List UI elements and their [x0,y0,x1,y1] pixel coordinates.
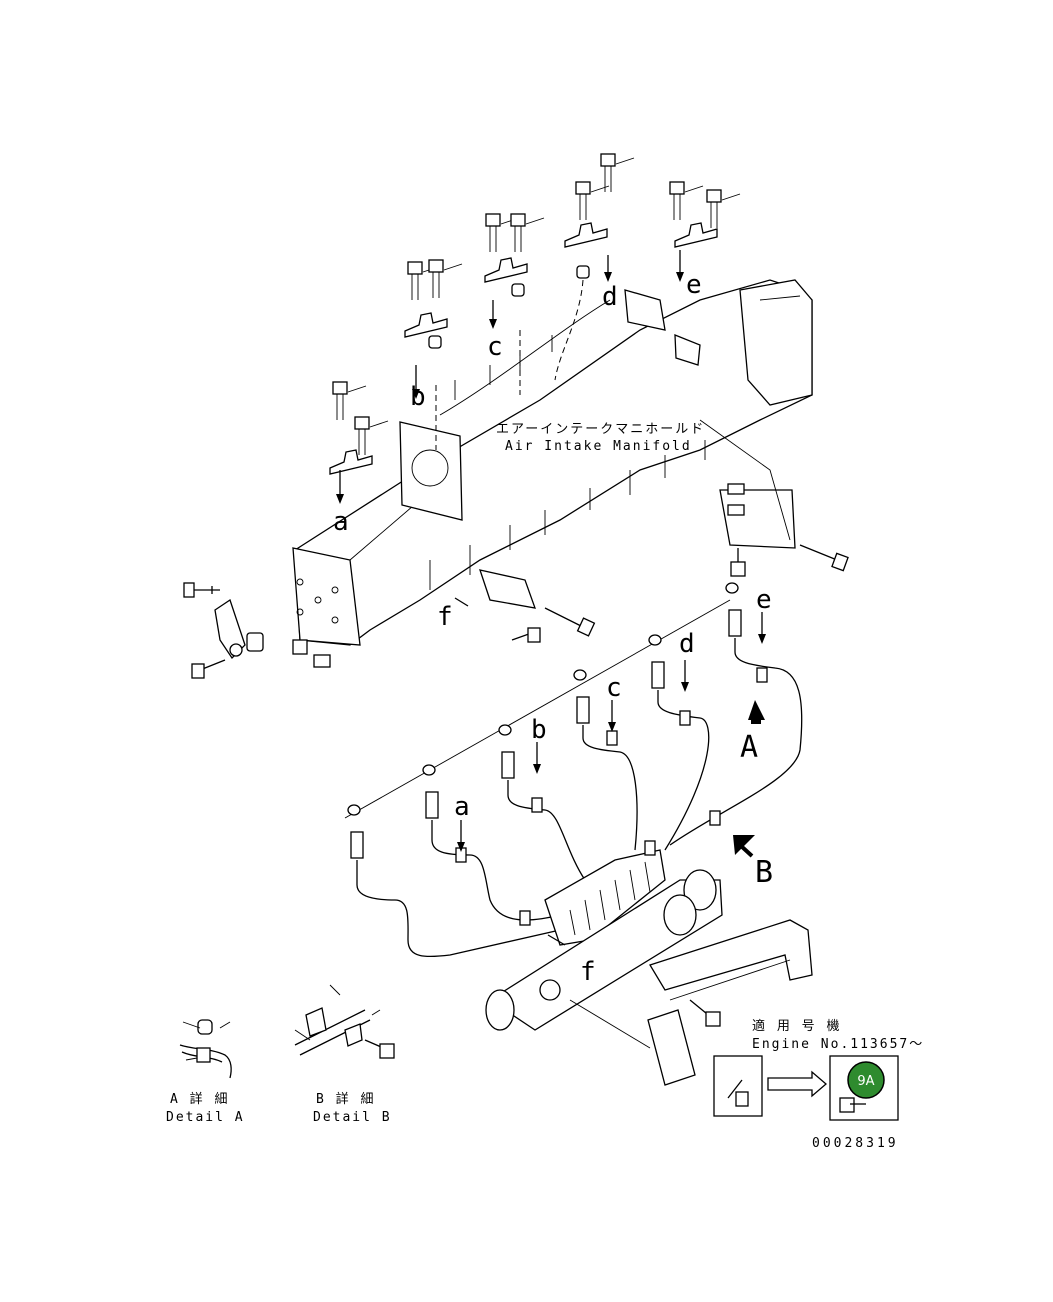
callout-b-upper: b [410,382,426,412]
line-clamp [644,840,656,856]
manifold-label-jp: エアーインテークマニホールド [496,422,705,437]
pipe-nut [576,696,590,724]
line-clamp [519,910,531,926]
pipe-nut [501,751,515,779]
line-clamp [606,730,618,746]
pipe-nut [728,609,742,637]
manifold-label-en: Air Intake Manifold [505,439,692,454]
drawing-number: 00028319 [812,1136,899,1151]
pipe-clamp [674,222,718,248]
detail-a-title-jp: A 詳 細 [170,1091,229,1107]
pipe-clamp [564,222,608,248]
pipe-connectors [347,582,768,926]
detail-b-title-jp: B 詳 細 [316,1091,375,1107]
detail-b-view: B 詳 細 Detail B [294,984,395,1125]
left-bracket-parts [183,582,331,679]
seal-ring [573,669,587,681]
view-arrow-A [748,700,765,724]
serial-change-arrow [767,1070,827,1098]
seal-ring [648,634,662,646]
bolt-icon [354,416,389,455]
callout-a-lower: a [454,792,470,822]
bolt-icon [669,181,704,220]
air-intake-manifold [292,279,813,646]
callout-e-upper: e [686,270,702,300]
seal-ring [347,804,361,816]
bolt-icon [706,189,741,228]
callout-b-lower: b [531,715,547,745]
pipe-nut [350,831,364,859]
callout-e-lower: e [756,585,772,615]
callout-d-lower: d [679,629,695,659]
serial-applicability-en: Engine No.113657〜 [752,1037,924,1052]
bolt-icon [428,259,463,298]
line-clamp [531,797,543,813]
line-clamp [709,810,721,826]
pipe-clamp [404,312,448,338]
pipe-clamp [329,449,373,475]
bolt-icon [485,213,520,252]
callout-a-upper: a [333,507,349,537]
callout-f-upper: f [437,602,453,632]
bolt-icon [575,181,610,220]
detail-b-title-en: Detail B [313,1110,392,1125]
callout-c-upper: c [487,332,503,362]
serial-applicability-jp: 適 用 号 機 [752,1018,841,1034]
seal-ring [498,724,512,736]
bolt-icon [600,153,635,192]
pipe-nut [425,791,439,819]
callout-f-lower: f [580,957,596,987]
pipe-clamp [484,257,528,283]
bolt-icon [332,381,367,420]
detail-a-view: A 詳 細 Detail A [166,1019,245,1125]
spacer [428,335,442,349]
serial-before-box [713,1055,763,1117]
seal-ring [422,764,436,776]
serial-after-box: 9A [829,1055,899,1121]
pipe-nut [651,661,665,689]
part-badge [847,1061,885,1099]
part-badge-label: 9A [857,1074,874,1089]
line-clamp [756,667,768,683]
line-clamp [679,710,691,726]
view-arrow-B [733,835,755,858]
support-bracket [569,919,813,1086]
spacer [511,283,525,297]
injection-pipes [356,638,803,958]
manifold-lower-bolts [511,483,849,643]
detail-a-title-en: Detail A [166,1110,245,1125]
bolt-group-top [329,153,741,475]
spacer [576,265,590,279]
seal-ring [725,582,739,594]
bolt-icon [510,213,545,252]
callout-leaders [336,250,766,946]
injection-pump [485,869,723,1031]
callout-d-upper: d [602,282,618,312]
view-label-B: B [755,855,773,890]
view-label-A: A [740,730,758,765]
callout-c-lower: c [606,673,622,703]
